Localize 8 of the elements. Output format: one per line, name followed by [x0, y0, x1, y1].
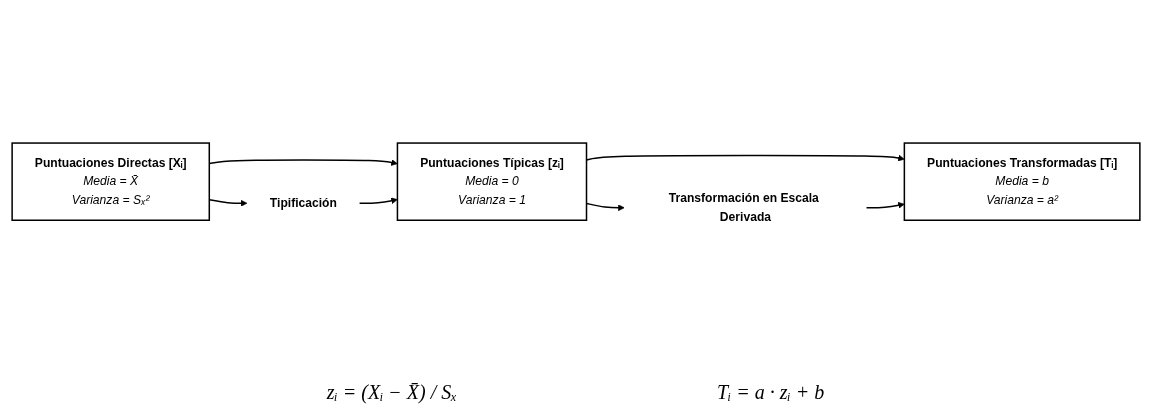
formula-text: Tᵢ = a · zᵢ + b — [716, 381, 825, 404]
node-box: Puntuaciones Típicas [zᵢ] Media = 0 Varianza = 1 — [396, 142, 587, 222]
formula-text: zᵢ = (Xᵢ − X̄) / Sₓ — [326, 381, 457, 404]
node-box: Puntuaciones Directas [Xᵢ] Media = X̄ Varianza = Sₓ² — [10, 142, 210, 222]
node-text: Transformación en Escala Derivada — [668, 192, 819, 224]
node-text: Tipificación — [269, 196, 337, 210]
arrow — [208, 199, 247, 207]
node-box: Puntuaciones Transformadas [Tᵢ] Media = b Varianza = a² — [903, 142, 1141, 222]
